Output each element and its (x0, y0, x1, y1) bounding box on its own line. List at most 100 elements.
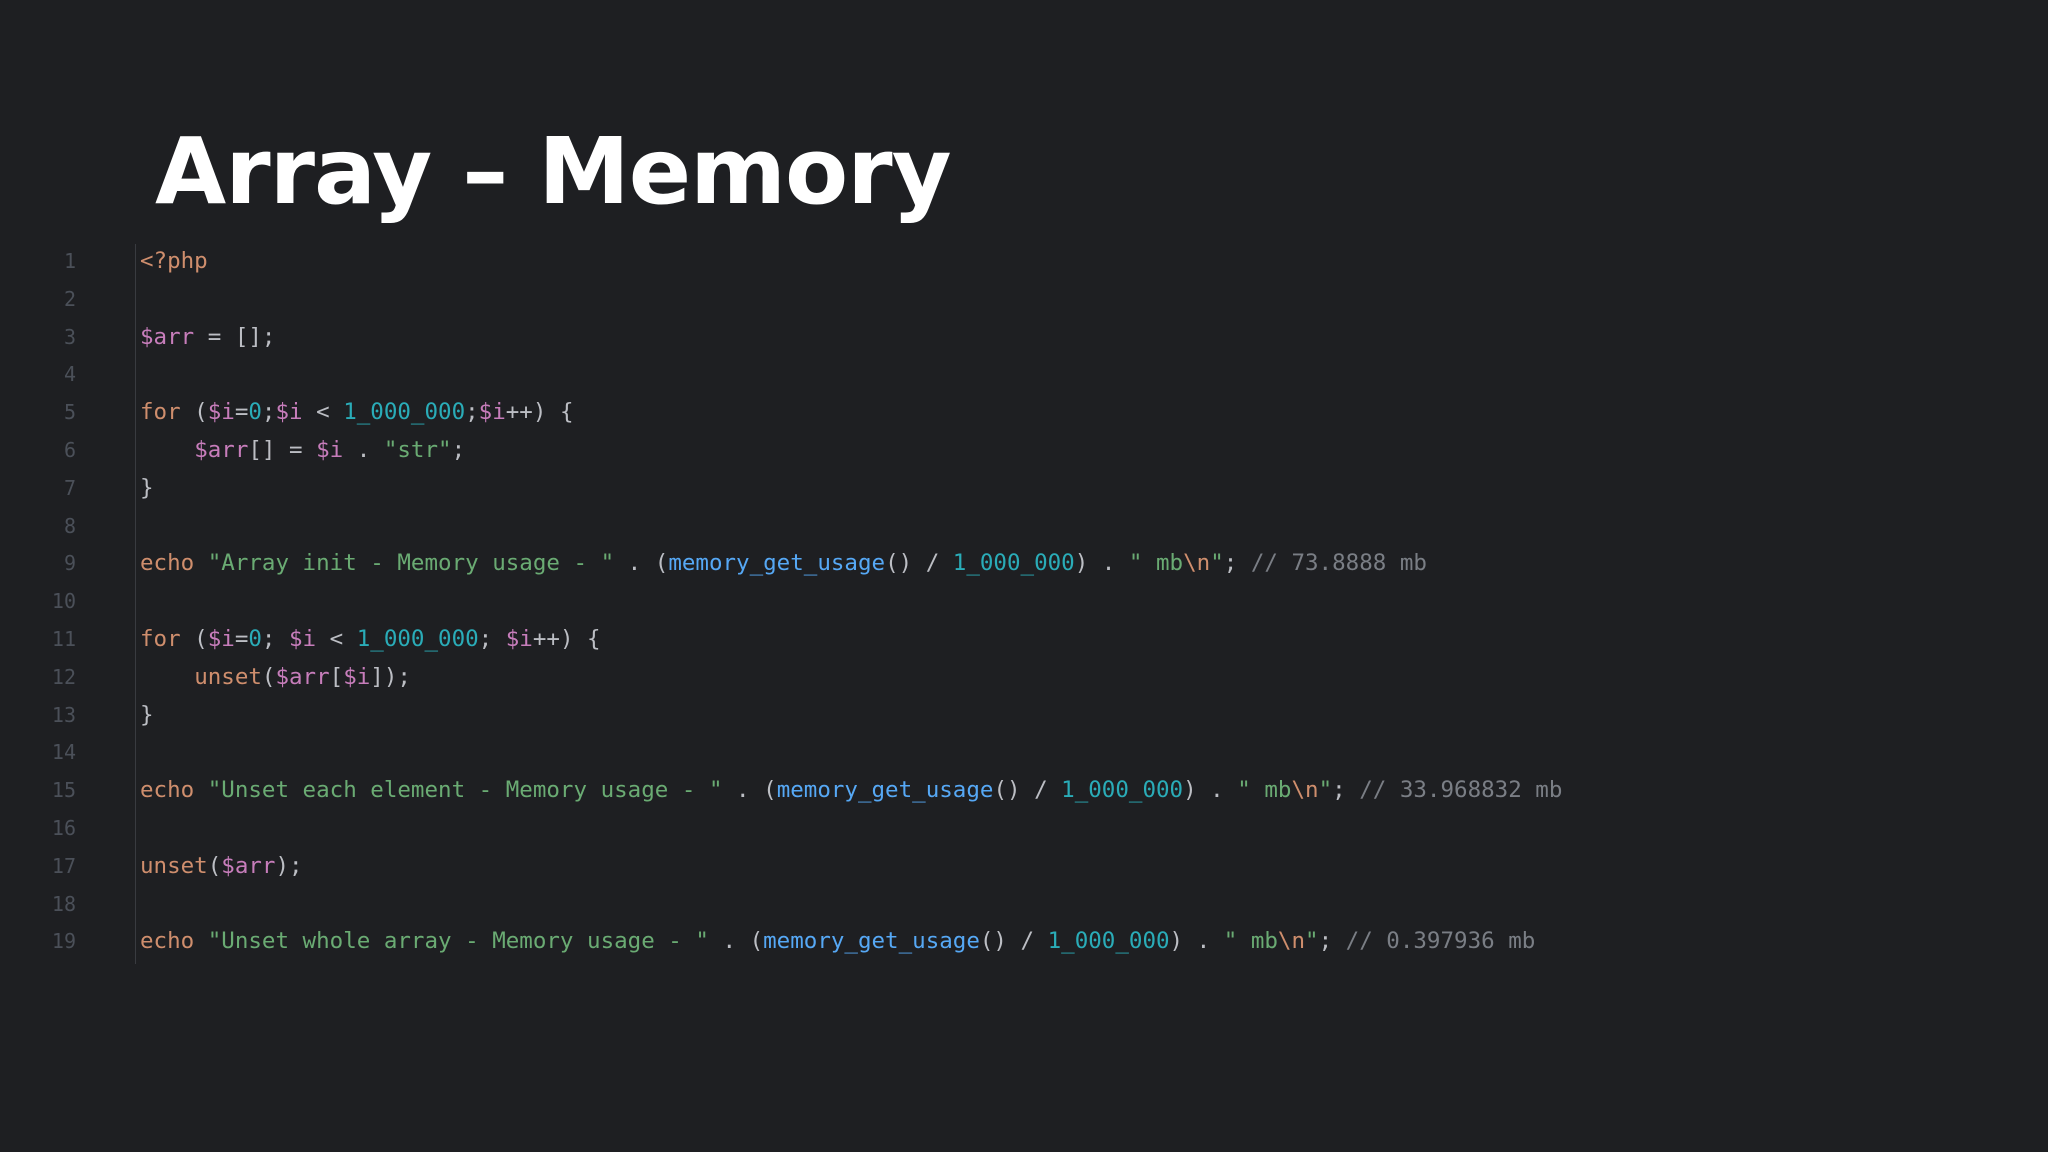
slide-title: Array – Memory (155, 118, 952, 225)
code-token: echo (140, 777, 195, 804)
code-token: $i (478, 399, 506, 426)
line-number: 18 (51, 891, 76, 916)
code-token: = (234, 399, 249, 426)
line-code: $arr[] = $i . "str"; (140, 431, 465, 469)
code-token: ; (261, 626, 290, 652)
gutter-divider (135, 244, 136, 964)
code-token (194, 777, 208, 803)
line-number: 14 (51, 740, 76, 765)
code-token: "str" (383, 437, 452, 463)
code-token: 1_000_000 (1061, 777, 1184, 804)
code-token: ; (451, 437, 466, 463)
line-number: 3 (63, 324, 76, 349)
code-token: ; (1332, 777, 1360, 804)
code-token: [ (329, 663, 344, 690)
code-token: < (302, 399, 344, 426)
code-token: ( (261, 663, 276, 690)
line-code: for ($i=0; $i < 1_000_000; $i++) { (140, 620, 601, 658)
code-token: ++) { (532, 626, 601, 652)
code-token: . ( (722, 777, 777, 804)
code-token: "Unset each element - Memory usage - " (207, 777, 723, 804)
code-token: () / (993, 777, 1062, 804)
code-token: \n (1291, 777, 1319, 804)
line-number: 6 (63, 438, 76, 462)
code-token: } (140, 701, 154, 728)
line-number: 11 (51, 627, 76, 651)
code-token: ) . (1169, 928, 1224, 955)
code-token: for (140, 626, 181, 652)
code-token: \n (1277, 928, 1306, 955)
code-token: () / (885, 550, 953, 577)
line-number: 2 (63, 286, 76, 311)
line-number: 17 (51, 853, 76, 878)
code-token: $arr (275, 663, 330, 690)
line-number: 15 (51, 778, 76, 803)
code-token: echo (140, 550, 195, 577)
code-token: $arr (221, 852, 276, 879)
code-token: ++) { (505, 399, 574, 426)
code-token (194, 550, 208, 576)
code-token: ; (465, 399, 479, 426)
code-token: // 0.397936 mb (1345, 928, 1536, 955)
code-token: ( (207, 852, 222, 879)
line-code: $arr = []; (140, 318, 275, 356)
line-number: 5 (63, 400, 76, 425)
code-token: $arr (194, 437, 249, 463)
code-token: . ( (614, 550, 669, 577)
code-token (194, 928, 208, 954)
code-token: for (140, 399, 181, 426)
line-code: echo "Unset whole array - Memory usage -… (140, 922, 1535, 960)
code-token: 1_000_000 (343, 399, 466, 426)
code-token: ); (275, 852, 303, 879)
code-token: . (343, 437, 384, 463)
code-token: $i (505, 626, 533, 652)
code-token: ) . (1183, 777, 1238, 804)
line-number: 16 (51, 816, 76, 840)
line-code: echo "Unset each element - Memory usage … (140, 771, 1562, 809)
line-code: unset($arr[$i]); (140, 658, 411, 696)
code-token: [] = (248, 437, 317, 463)
code-token: ; (261, 399, 276, 426)
code-token (140, 664, 194, 690)
code-token: () / (979, 928, 1048, 955)
line-number: 7 (63, 475, 76, 500)
code-token: . ( (708, 928, 764, 955)
line-number: 8 (63, 513, 76, 538)
code-token: $i (343, 663, 371, 690)
code-token: 1_000_000 (952, 550, 1075, 577)
code-token: " (1210, 550, 1224, 577)
code-token: unset (194, 663, 262, 690)
code-token: memory_get_usage (776, 777, 994, 804)
code-token: 0 (248, 626, 262, 652)
code-token (140, 437, 194, 463)
code-token: " (1318, 777, 1333, 804)
code-token: < (316, 626, 357, 652)
code-token: // 33.968832 mb (1359, 777, 1563, 804)
code-token: $i (289, 626, 317, 652)
line-code: } (140, 696, 154, 734)
line-code: for ($i=0;$i < 1_000_000;$i++) { (140, 393, 574, 431)
code-token: " (1305, 928, 1319, 955)
code-token: 0 (248, 399, 262, 426)
line-number: 4 (63, 362, 76, 387)
code-token: "Array init - Memory usage - " (207, 550, 615, 577)
line-number: 12 (51, 664, 76, 689)
code-token: ; (1318, 928, 1346, 955)
code-token: } (140, 474, 154, 501)
code-token: echo (140, 928, 195, 955)
line-number: 13 (51, 702, 76, 727)
code-token: = (234, 626, 249, 652)
code-token: " mb (1223, 928, 1278, 955)
code-token: <?php (140, 248, 208, 274)
code-token: " mb (1128, 550, 1184, 577)
code-token: \n (1183, 550, 1211, 577)
line-number: 1 (63, 249, 76, 273)
code-token: // 73.8888 mb (1250, 550, 1427, 577)
code-token: $i (316, 437, 344, 463)
code-token: ( (180, 626, 208, 652)
code-token: " mb (1237, 777, 1292, 804)
code-token: ; (1223, 550, 1251, 577)
code-token: $i (207, 399, 235, 426)
line-code: } (140, 469, 154, 507)
